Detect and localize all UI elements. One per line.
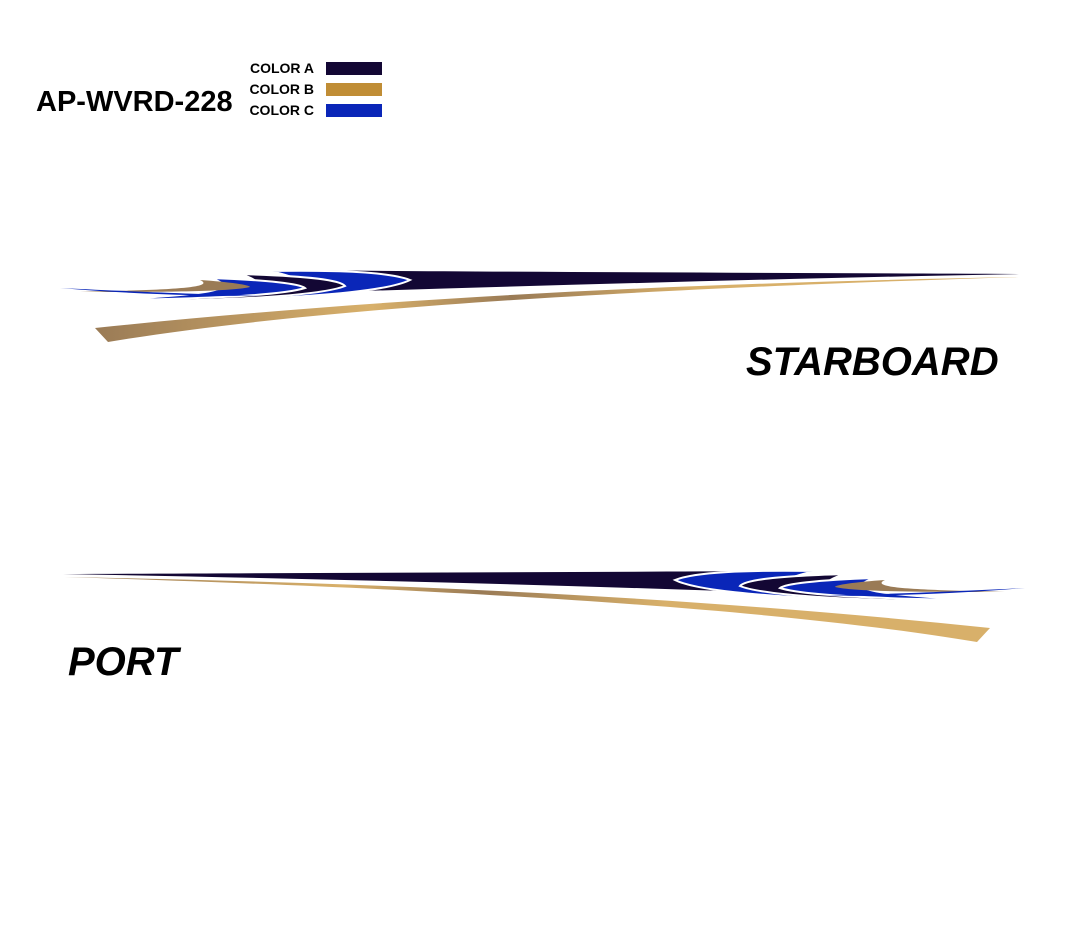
stripe-navy-band <box>280 270 1022 292</box>
stripe-blue-wave-2 <box>777 577 976 601</box>
port-label: PORT <box>68 640 179 684</box>
legend-swatch <box>326 62 382 75</box>
stripe-blue-wave-2 <box>109 277 308 301</box>
legend-label: COLOR A <box>249 60 314 76</box>
stripe-navy-band <box>63 571 805 592</box>
stripe-gold-tip <box>80 280 250 292</box>
product-code: AP-WVRD-228 <box>36 86 233 118</box>
legend-label: COLOR B <box>249 81 314 97</box>
starboard-stripe-graphic <box>60 269 1022 342</box>
stripe-gold-tip <box>835 580 1005 592</box>
legend-item-color-b: COLOR B <box>236 79 386 100</box>
legend-item-color-a: COLOR A <box>236 58 386 79</box>
starboard-label: STARBOARD <box>746 340 999 384</box>
legend-swatch <box>326 104 382 117</box>
legend-item-color-c: COLOR C <box>236 100 386 121</box>
legend-swatch <box>326 83 382 96</box>
port-stripe-graphic <box>63 569 1025 642</box>
legend-label: COLOR C <box>249 102 314 118</box>
